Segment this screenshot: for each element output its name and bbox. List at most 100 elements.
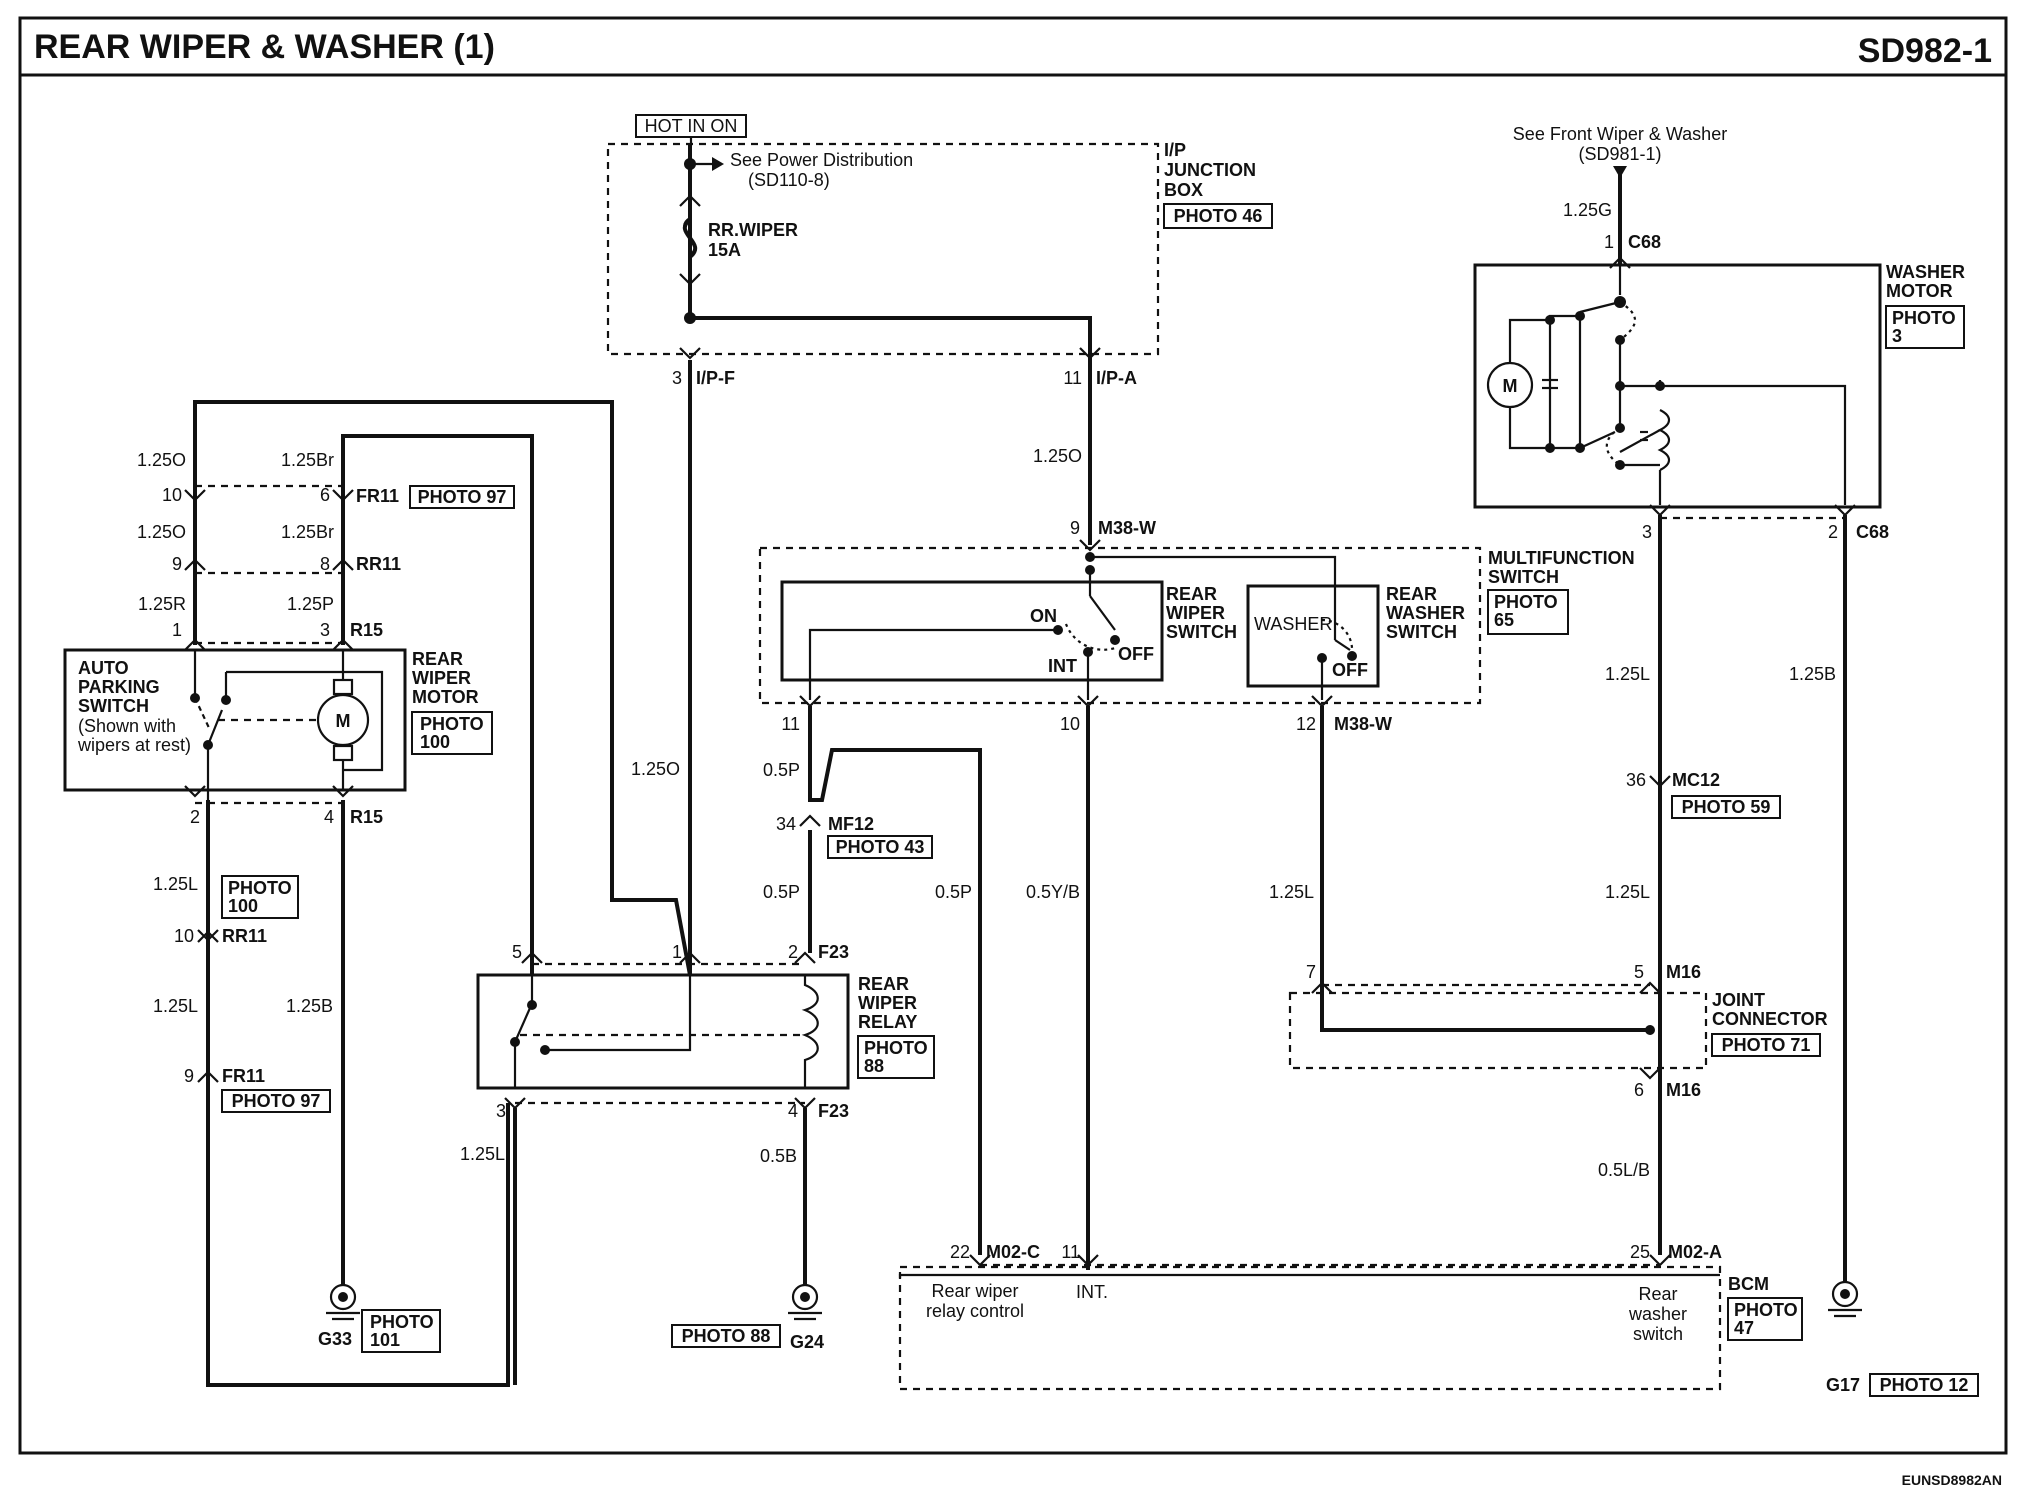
conn-m16-top: M16: [1666, 962, 1701, 982]
pin-10-rr11: 10: [174, 926, 194, 946]
switch-off-label: OFF: [1118, 644, 1154, 664]
junction-box-outline: [606, 142, 1160, 356]
see-power-2: (SD110-8): [748, 170, 830, 190]
joint-label-2: CONNECTOR: [1712, 1009, 1828, 1029]
rear-wiper-motor-2: WIPER: [412, 668, 471, 688]
ground-g17-icon: [1831, 1280, 1859, 1308]
ground-g17-label: G17: [1826, 1375, 1860, 1395]
conn-mc12: MC12: [1672, 770, 1720, 790]
front-ref-2: (SD981-1): [1578, 144, 1661, 164]
conn-rr11-top: RR11: [356, 554, 401, 574]
joint-pin-6: 6: [1634, 1080, 1644, 1100]
washer-motor-label-1: WASHER: [1886, 262, 1965, 282]
rear-washer-switch-3: SWITCH: [1386, 622, 1457, 642]
switch-int-label: INT: [1048, 656, 1077, 676]
wire-05P-2: 0.5P: [763, 882, 800, 902]
wire-125O-ipa: 1.25O: [1033, 446, 1082, 466]
rear-washer-switch-box: [1246, 584, 1380, 688]
auto-parking-4: (Shown with: [78, 716, 176, 736]
conn-c68-bottom: C68: [1856, 522, 1889, 542]
joint-label-1: JOINT: [1712, 990, 1765, 1010]
rear-wiper-relay: 5 1 2 F23 3 4 F23 REAR WIPER RELAY PHOTO…: [460, 942, 935, 1385]
relay-pin-3: 3: [496, 1101, 506, 1121]
conn-mf12: MF12: [828, 814, 874, 834]
rear-wiper-switch-box: [780, 580, 1164, 682]
pin-36-mc12: 36: [1626, 770, 1646, 790]
pin-9-rr11: 9: [172, 554, 182, 574]
conn-r15-bottom: R15: [350, 807, 383, 827]
wire-125G: 1.25G: [1563, 200, 1612, 220]
photo-12: PHOTO 12: [1880, 1375, 1969, 1395]
auto-parking-3: SWITCH: [78, 696, 149, 716]
washer-motor-glyph: M: [1503, 376, 1518, 396]
wire-125L-c68: 1.25L: [1605, 664, 1650, 684]
page-title: REAR WIPER & WASHER (1): [34, 28, 495, 66]
photo-97-bottom: PHOTO 97: [232, 1091, 321, 1111]
switch-washer-label: WASHER: [1254, 614, 1332, 634]
pin-2-r15: 2: [190, 807, 200, 827]
wire-05P-1: 0.5P: [763, 760, 800, 780]
wire-125R: 1.25R: [138, 594, 186, 614]
photo-43: PHOTO 43: [836, 837, 925, 857]
washer-coil-icon: [1657, 409, 1671, 471]
auto-parking-1: AUTO: [78, 658, 129, 678]
relay-box: [476, 973, 850, 1090]
pin-11-ipa: 11: [1063, 368, 1082, 388]
rear-wiper-motor-section: 1.25O 1.25Br 10 6 FR11 PHOTO 97 1.25O 1.…: [63, 400, 692, 1387]
relay-pin-5: 5: [512, 942, 522, 962]
relay-label-1: REAR: [858, 974, 909, 994]
mfs-pin-12: 12: [1296, 714, 1316, 734]
wire-05B: 0.5B: [760, 1146, 797, 1166]
photo-59: PHOTO 59: [1682, 797, 1771, 817]
photo-88-g24: PHOTO 88: [682, 1326, 771, 1346]
washer-off-label: OFF: [1332, 660, 1368, 680]
bcm-pin-22: 22: [950, 1242, 970, 1262]
multifunction-switch: ON INT OFF REAR WIPER SWITCH WASHER OFF …: [758, 546, 1635, 734]
joint-connector-outline: [1288, 991, 1708, 1070]
relay-label-3: RELAY: [858, 1012, 917, 1032]
wire-05YB: 0.5Y/B: [1026, 882, 1080, 902]
bcm-relay-ctrl-1: Rear wiper: [931, 1281, 1018, 1301]
bcm-outline: [898, 1265, 1722, 1391]
wire-125O-center: 1.25O: [631, 759, 680, 779]
joint-pin-5: 5: [1634, 962, 1644, 982]
wire-125O-left-2: 1.25O: [137, 522, 186, 542]
conn-c68-top: C68: [1628, 232, 1661, 252]
wire-125L-2: 1.25L: [153, 996, 198, 1016]
conn-fr11-top: FR11: [356, 486, 399, 506]
conn-f23-top: F23: [818, 942, 849, 962]
bcm-pin-11: 11: [1061, 1242, 1080, 1262]
conn-r15-top: R15: [350, 620, 383, 640]
hot-in-on-label: HOT IN ON: [645, 116, 738, 136]
washer-pin-2: 2: [1828, 522, 1838, 542]
bcm-pin-25: 25: [1630, 1242, 1650, 1262]
page-frame: [18, 16, 2008, 1455]
wire-125L-washer: 1.25L: [1269, 882, 1314, 902]
relay-pin-2: 2: [788, 942, 798, 962]
ground-g24-label: G24: [790, 1332, 824, 1352]
wire-125B-c68: 1.25B: [1789, 664, 1836, 684]
conn-m16-bottom: M16: [1666, 1080, 1701, 1100]
wire-125L-1: 1.25L: [153, 874, 198, 894]
conn-m02c: M02-C: [986, 1242, 1040, 1262]
rear-wiper-switch-1: REAR: [1166, 584, 1217, 604]
arrow-down-icon: [1613, 166, 1627, 178]
washer-motor-label-2: MOTOR: [1886, 281, 1953, 301]
pin-4-r15: 4: [324, 807, 334, 827]
relay-pin-1: 1: [672, 942, 682, 962]
bcm-washer-2: washer: [1628, 1304, 1687, 1324]
photo-71: PHOTO 71: [1722, 1035, 1811, 1055]
pin-10-fr11: 10: [162, 485, 182, 505]
pin-34-mf12: 34: [776, 814, 796, 834]
switch-on-label: ON: [1030, 606, 1057, 626]
conn-ipf-label: I/P-F: [696, 368, 735, 388]
pin-6-fr11: 6: [320, 485, 330, 505]
photo-97-top: PHOTO 97: [418, 487, 507, 507]
pin-9-fr11: 9: [184, 1066, 194, 1086]
